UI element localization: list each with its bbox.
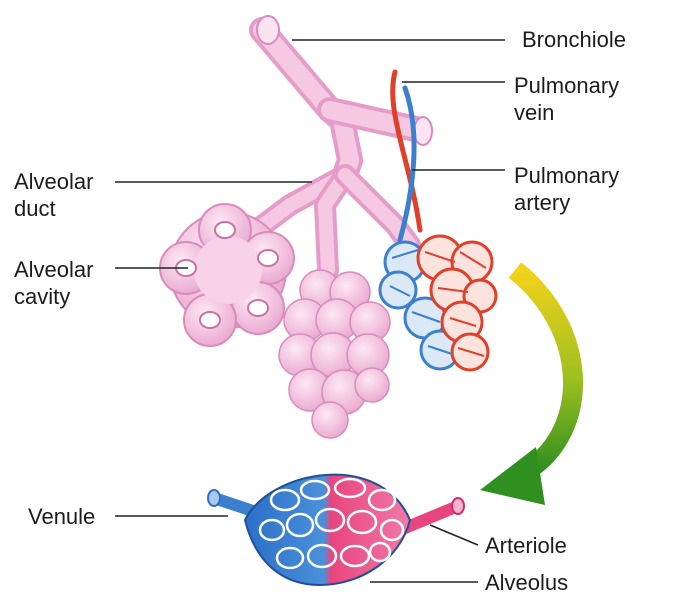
enlargement-arrow [480,262,583,505]
label-pulmonary-artery: Pulmonary artery [514,163,620,215]
alveolar-sac-cluster [278,269,391,439]
label-arteriole: Arteriole [485,533,567,558]
label-pulmonary-vein: Pulmonary vein [514,73,620,125]
bronchiole-tree [239,15,433,281]
label-alveolus: Alveolus [485,570,569,595]
alveolar-cavity-section [159,203,295,347]
capillary-network-cluster [378,234,498,372]
label-bronchiole: Bronchiole [522,27,626,52]
alveolus-detail [207,473,465,587]
label-alveolar-cavity: Alveolar cavity [14,257,94,309]
label-alveolar-duct: Alveolar duct [14,169,94,221]
leader-lines [115,39,505,583]
pulmonary-vessels [390,69,423,243]
label-venule: Venule [28,504,96,529]
leader-arteriole [429,524,479,546]
